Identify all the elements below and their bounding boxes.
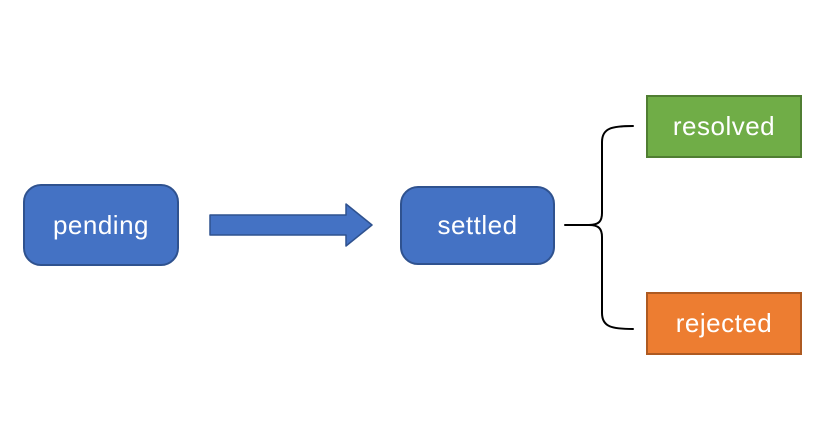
- node-settled: settled: [400, 186, 555, 265]
- left-curly-brace-icon: [588, 125, 634, 330]
- node-resolved-label: resolved: [672, 111, 776, 141]
- node-pending-label: pending: [52, 209, 150, 240]
- block-arrow-right-icon: [209, 203, 373, 247]
- node-rejected-label: rejected: [675, 308, 773, 338]
- node-pending: pending: [23, 184, 179, 266]
- node-settled-label: settled: [437, 210, 518, 240]
- node-resolved: resolved: [646, 95, 802, 158]
- node-rejected: rejected: [646, 292, 802, 355]
